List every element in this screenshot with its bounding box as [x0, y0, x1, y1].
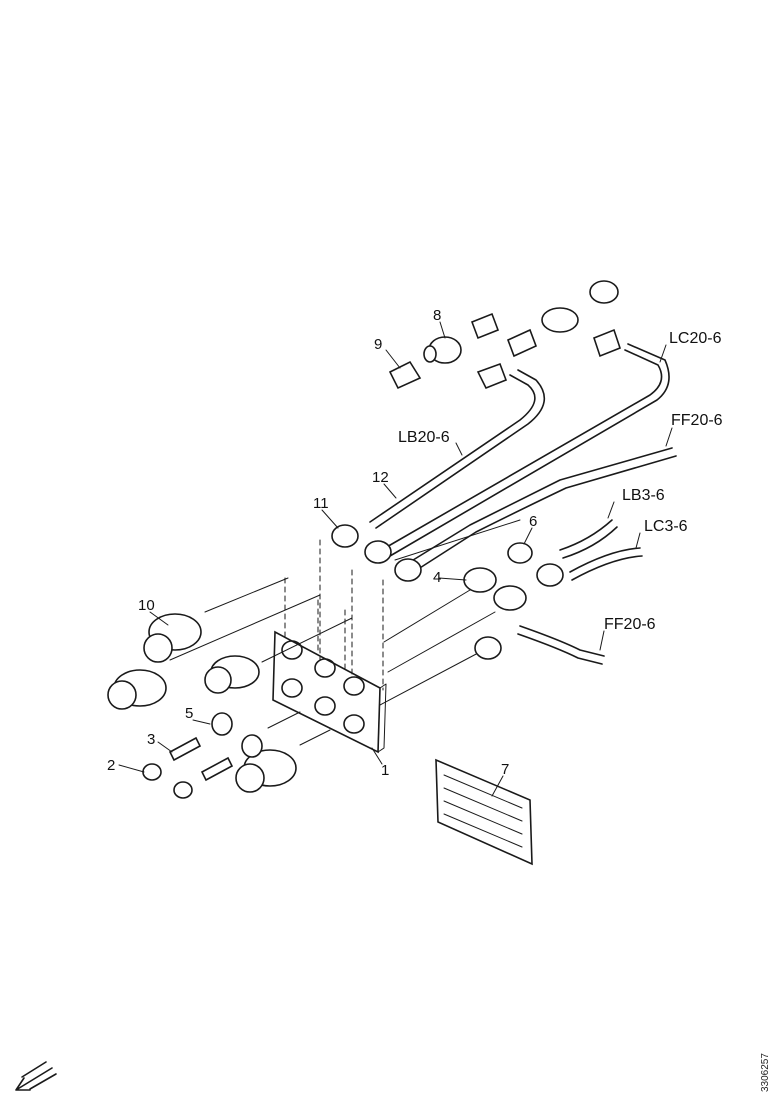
callout-8: 8: [433, 307, 441, 324]
pipe-code-labels: LC20-6 FF20-6 LB20-6 LB3-6 LC3-6 FF20-6: [398, 330, 723, 633]
code-lc3-6: LC3-6: [644, 518, 688, 535]
code-ff20-6-upper: FF20-6: [671, 412, 723, 429]
callout-1: 1: [381, 762, 389, 779]
pipes: [369, 343, 677, 665]
connector-cluster: [388, 280, 621, 390]
callout-6: 6: [529, 513, 537, 530]
code-lb20-6: LB20-6: [398, 429, 450, 446]
callout-10: 10: [138, 597, 155, 614]
callout-9: 9: [374, 336, 382, 353]
orientation-arrow-icon: [15, 1061, 57, 1091]
callout-4: 4: [433, 569, 441, 586]
label-plate: [435, 758, 533, 866]
callout-labels: 1 2 3 4 5 6 7 8 9 10 11 12: [107, 307, 537, 779]
code-ff20-6-lower: FF20-6: [604, 616, 656, 633]
callout-leaders: [118, 321, 673, 797]
callout-2: 2: [107, 757, 115, 774]
callout-12: 12: [372, 469, 389, 486]
callout-7: 7: [501, 761, 509, 778]
drawing-reference: 3306257: [760, 1053, 771, 1092]
axis-lines: [169, 519, 521, 746]
fittings: [331, 524, 564, 660]
callout-5: 5: [185, 705, 193, 722]
callout-3: 3: [147, 731, 155, 748]
callout-11: 11: [313, 495, 329, 512]
mounting-plate: [272, 630, 387, 754]
valves: [107, 613, 297, 799]
assembly-guides: [284, 539, 384, 691]
code-lb3-6: LB3-6: [622, 487, 665, 504]
code-lc20-6: LC20-6: [669, 330, 722, 347]
